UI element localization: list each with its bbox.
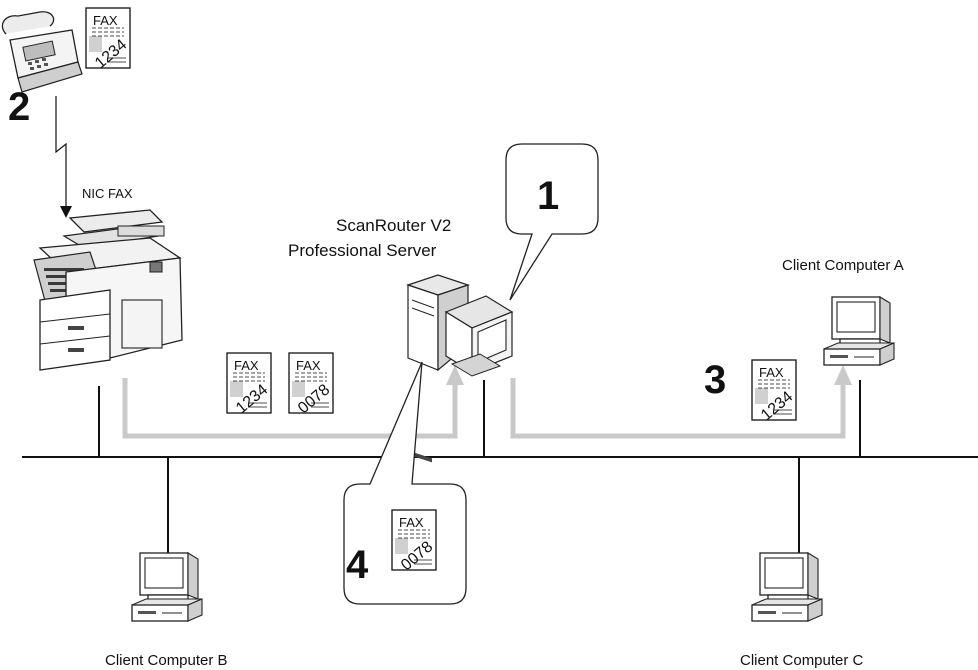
fax-document-1234-in-transit: FAX 1234 bbox=[226, 352, 272, 417]
step-4-label: 4 bbox=[346, 543, 369, 587]
step-2-label: 2 bbox=[8, 85, 30, 129]
svg-text:FAX: FAX bbox=[296, 358, 321, 373]
fax-document-1234-top: FAX 1234 bbox=[85, 7, 131, 72]
nic-fax-label: NIC FAX bbox=[82, 186, 133, 201]
svg-text:FAX: FAX bbox=[759, 365, 784, 380]
client-computer-b-icon bbox=[131, 552, 203, 622]
flow-arrowhead-server bbox=[446, 365, 464, 385]
client-b-label: Client Computer B bbox=[105, 652, 228, 669]
fax-document-0078-stored: FAX 0078 bbox=[391, 509, 437, 574]
server-computer-icon bbox=[406, 274, 514, 463]
server-label-line1: ScanRouter V2 bbox=[336, 216, 451, 235]
fax-document-1234-delivered: FAX 1234 bbox=[751, 359, 797, 424]
callout-step-1 bbox=[505, 143, 599, 301]
client-c-label: Client Computer C bbox=[740, 652, 864, 669]
flow-arrow-mfp-to-server bbox=[122, 378, 458, 439]
flow-arrow-server-to-client-a bbox=[510, 378, 846, 439]
step-3-label: 3 bbox=[704, 358, 726, 402]
step-1-label: 1 bbox=[537, 174, 559, 218]
fax-document-0078-in-transit: FAX 0078 bbox=[288, 352, 334, 417]
client-computer-c-icon bbox=[751, 552, 823, 622]
svg-text:FAX: FAX bbox=[93, 13, 118, 28]
flow-arrowhead-client-a bbox=[834, 365, 852, 385]
svg-text:FAX: FAX bbox=[234, 358, 259, 373]
fax-machine-icon bbox=[1, 11, 83, 93]
fax-line-lightning bbox=[55, 96, 67, 206]
client-a-label: Client Computer A bbox=[782, 257, 904, 274]
svg-text:FAX: FAX bbox=[399, 515, 424, 530]
server-label-line2: Professional Server bbox=[288, 241, 437, 260]
mfp-printer-icon bbox=[33, 209, 183, 371]
fax-line-arrowhead bbox=[60, 206, 72, 218]
client-computer-a-icon bbox=[823, 296, 895, 366]
